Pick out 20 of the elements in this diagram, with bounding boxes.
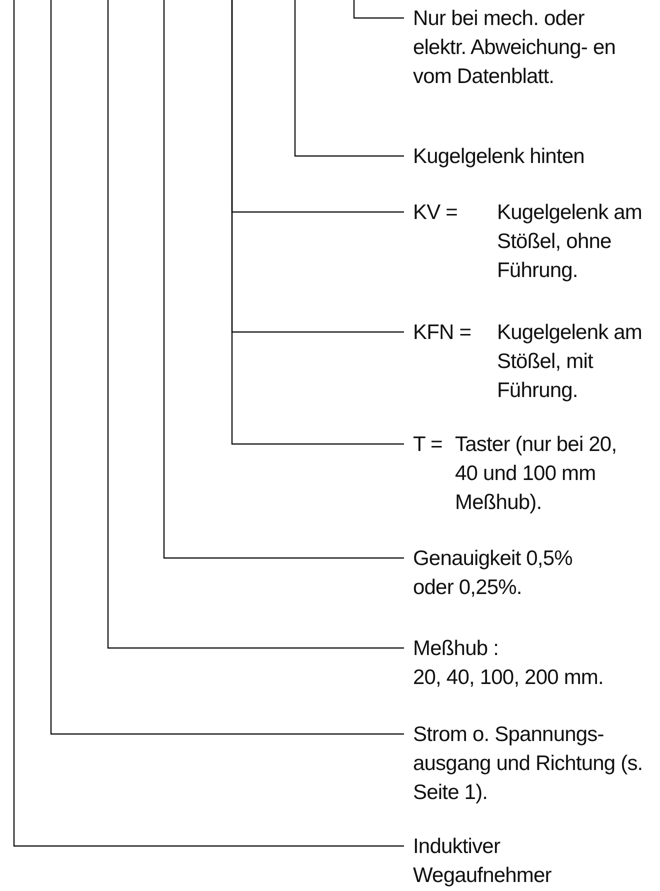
code-label: T = bbox=[413, 432, 444, 458]
option-description: Kugelgelenk am Stößel, ohne Führung. bbox=[497, 200, 643, 284]
leader-line bbox=[50, 0, 404, 735]
option-description: Genauigkeit 0,5% oder 0,25%. bbox=[413, 546, 574, 600]
option-description: Strom o. Spannungs- ausgang und Richtung (s. Seite 1). bbox=[413, 722, 644, 806]
option-description: Kugelgelenk hinten bbox=[413, 144, 586, 170]
option-values: 20, 40, 100, 200 mm. bbox=[413, 664, 604, 690]
leader-line bbox=[294, 0, 404, 157]
code-label: KFN = bbox=[413, 320, 472, 346]
option-description: Induktiver Wegaufnehmer bbox=[413, 834, 552, 888]
leader-line bbox=[163, 0, 404, 559]
option-description: Nur bei mech. oder elektr. Abweichung- en vom Datenblatt. bbox=[413, 6, 617, 90]
option-description: Meßhub : bbox=[413, 636, 500, 662]
leader-line bbox=[13, 0, 404, 847]
leader-line bbox=[107, 0, 404, 649]
leader-line bbox=[353, 0, 404, 19]
option-description: Taster (nur bei 20, 40 und 100 mm Meßhub). bbox=[455, 432, 618, 516]
code-label: KV = bbox=[413, 200, 459, 226]
leader-line bbox=[231, 0, 404, 445]
option-description: Kugelgelenk am Stößel, mit Führung. bbox=[497, 320, 643, 404]
